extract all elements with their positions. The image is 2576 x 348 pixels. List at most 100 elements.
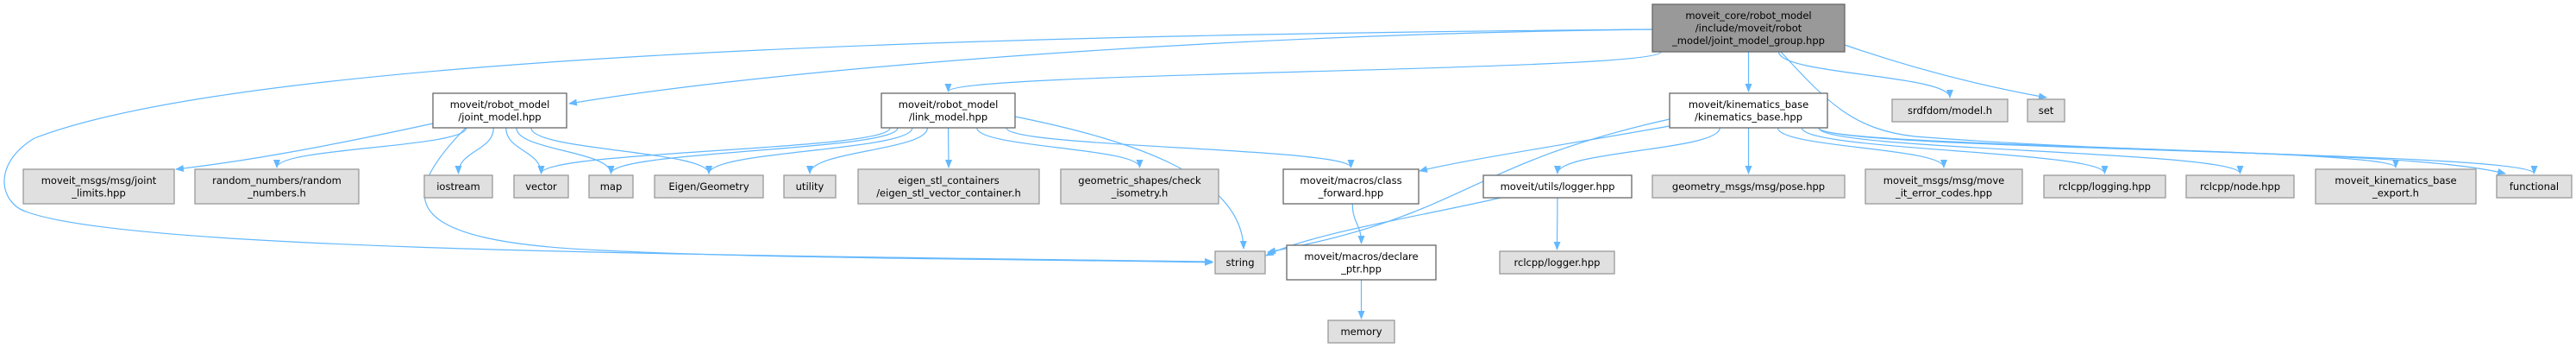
node-box [2315,168,2477,205]
node-label: /include/moveit/robot [1695,22,1802,35]
node-box [1891,98,2009,123]
node-label: rclcpp/node.hpp [2200,180,2280,193]
node-root[interactable]: moveit_core/robot_model/include/moveit/r… [1652,3,1846,53]
node-box [783,174,837,199]
edge-joint_model-to-random_numbers [273,127,467,168]
node-label: srdfdom/model.h [1908,104,1992,117]
node-box [1282,168,1420,205]
node-label: utility [796,180,824,193]
node-logger[interactable]: moveit/utils/logger.hpp [1482,174,1633,199]
node-label: Eigen/Geometry [668,180,749,193]
edge-root-to-joint_model [568,28,1653,106]
node-box [1327,320,1395,344]
edge-root-to-string [3,28,1653,265]
edge-joint_model-to-joint_limits [175,123,434,172]
node-label: geometric_shapes/check [1078,174,1201,187]
node-box [1060,168,1219,205]
node-logging: rclcpp/logging.hpp [2043,174,2166,199]
node-label: moveit/macros/class [1300,174,1401,187]
node-box [1482,174,1633,199]
node-class-forward[interactable]: moveit/macros/class_forward.hpp [1282,168,1420,205]
node-label: rclcpp/logger.hpp [1514,256,1601,269]
node-box [2185,174,2295,199]
node-vector: vector [513,174,569,199]
node-box [881,92,1016,129]
node-label: random_numbers/random [212,174,342,187]
node-label: moveit/macros/declare [1304,250,1418,263]
edge-class_forward-to-declare_ptr [1351,203,1365,244]
edge-link_model-to-check_isometry [976,127,1144,168]
edge-link_model-to-eigen_geometry [705,127,913,174]
edge-joint_model-to-eigen_geometry [530,127,712,174]
edge-root-to-functional [1780,51,2506,175]
edge-kinematics_base-to-error_codes [1777,127,1947,168]
node-label: _numbers.h [247,187,306,199]
node-kinematics-base[interactable]: moveit/kinematics_base/kinematics_base.h… [1669,92,1828,129]
node-box [1652,174,1846,199]
edge-link_model-to-vector [537,127,891,174]
node-label: set [2039,104,2054,117]
edge-kinematics_base-to-functional [1818,127,2538,174]
node-label: /eigen_stl_vector_container.h [876,187,1021,199]
node-label: map [600,180,623,193]
node-map: map [588,174,634,199]
node-box [2043,174,2166,199]
edge-link_model-to-map [607,127,899,174]
node-label: vector [525,180,557,193]
edge-root-to-set [1844,44,2047,100]
node-memory: memory [1327,320,1395,344]
node-label: memory [1340,326,1382,338]
node-box [194,168,360,205]
edge-joint_model-to-vector [505,127,545,174]
edge-joint_model-to-iostream [454,127,494,174]
node-declare-ptr[interactable]: moveit/macros/declare_ptr.hpp [1286,244,1437,281]
node-label: moveit_msgs/msg/joint [41,174,157,187]
node-box [1286,244,1437,281]
node-label: _it_error_codes.hpp [1895,187,1992,199]
node-joint-limits: moveit_msgs/msg/joint_limits.hpp [22,168,175,205]
node-box [513,174,569,199]
node-label: rclcpp/logging.hpp [2059,180,2151,193]
edge-link_model-to-utility [806,127,929,174]
node-pose: geometry_msgs/msg/pose.hpp [1652,174,1846,199]
node-error-codes: moveit_msgs/msg/move_it_error_codes.hpp [1865,168,2023,205]
edge-joint_model-to-map [516,127,615,174]
node-eigen-geometry: Eigen/Geometry [654,174,764,199]
node-joint-model[interactable]: moveit/robot_model/joint_model.hpp [432,92,567,129]
node-box [22,168,175,205]
node-rclcpp-logger: rclcpp/logger.hpp [1499,250,1615,275]
node-label: /joint_model.hpp [458,111,541,123]
node-string: string [1214,250,1266,275]
node-link-model[interactable]: moveit/robot_model/link_model.hpp [881,92,1016,129]
node-check-isometry: geometric_shapes/check_isometry.h [1060,168,1219,205]
node-box [588,174,634,199]
node-functional: functional [2496,174,2573,199]
node-label: _forward.hpp [1318,187,1383,199]
node-label: moveit/kinematics_base [1689,98,1808,111]
node-iostream: iostream [423,174,493,199]
edge-link_model-to-string [1014,116,1247,250]
node-box [1865,168,2023,205]
edge-kinematics_base-to-string [1267,118,1670,255]
node-label: /kinematics_base.hpp [1695,111,1802,123]
node-box [1652,3,1846,53]
node-label: iostream [436,180,480,193]
node-label: /link_model.hpp [909,111,987,123]
node-utility: utility [783,174,837,199]
node-box [1214,250,1266,275]
node-box [423,174,493,199]
node-label: _limits.hpp [71,187,126,199]
edge-kinematics_base-to-logger [1554,127,1720,174]
nodes-layer: moveit_core/robot_model/include/moveit/r… [22,3,2573,344]
node-label: geometry_msgs/msg/pose.hpp [1672,180,1825,193]
node-box [654,174,764,199]
edges-layer [3,28,2538,320]
node-label: _model/joint_model_group.hpp [1671,35,1825,47]
node-label: moveit_core/robot_model [1685,9,1811,22]
edge-kinematics_base-to-class_forward [1419,125,1670,173]
node-label: functional [2510,180,2559,193]
node-set: set [2027,98,2065,123]
node-label: _ptr.hpp [1340,263,1382,275]
node-label: moveit_msgs/msg/move [1883,174,2004,187]
